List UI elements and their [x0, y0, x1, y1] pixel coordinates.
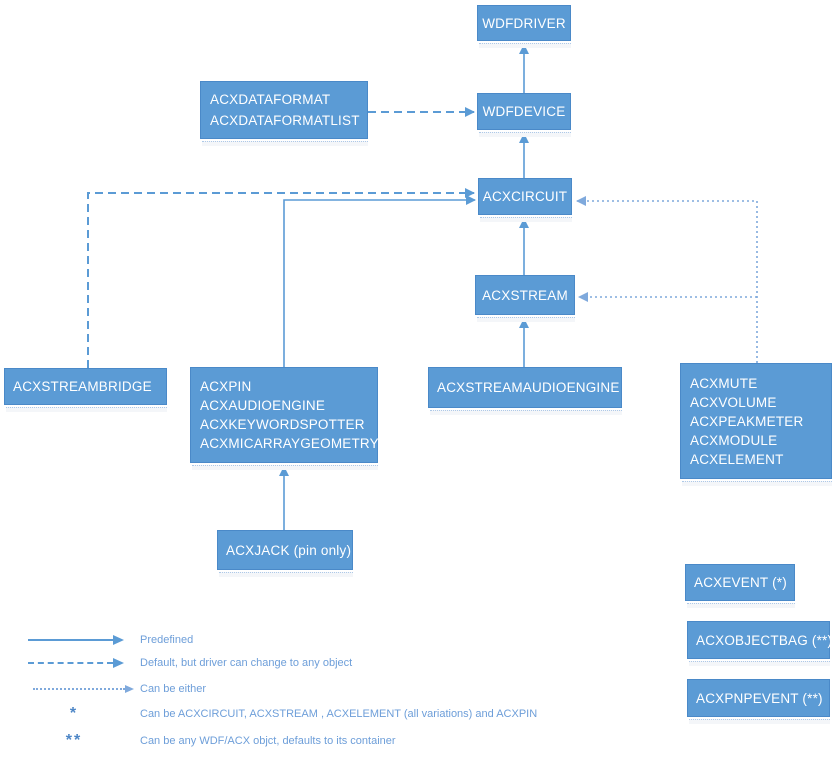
- node-acxjack: ACXJACK (pin only): [217, 530, 353, 577]
- legend-double-asterisk: **: [65, 732, 83, 749]
- node-label: WDFDRIVER: [482, 15, 566, 31]
- node-label: ACXKEYWORDSPOTTER: [200, 417, 365, 432]
- node-acxobjectbag: ACXOBJECTBAG (**): [687, 621, 833, 666]
- node-label: ACXPIN: [200, 379, 252, 394]
- node-wdfdriver: WDFDRIVER: [477, 5, 571, 48]
- node-label: WDFDEVICE: [482, 104, 566, 119]
- node-label: ACXDATAFORMAT: [210, 92, 331, 107]
- legend-label: Predefined: [140, 634, 194, 646]
- legend-item-predefined: Predefined: [28, 632, 193, 648]
- node-label: ACXDATAFORMATLIST: [210, 113, 360, 128]
- node-acxpnpevent: ACXPNPEVENT (**): [687, 679, 830, 724]
- node-acxcircuit: ACXCIRCUIT: [478, 178, 572, 222]
- node-acxevent: ACXEVENT (*): [685, 564, 795, 608]
- node-wdfdevice: WDFDEVICE: [477, 93, 571, 137]
- arrow-acxelement-group-to-acxcircuit: [576, 196, 758, 363]
- arrow-acxstreambridge-to-acxcircuit: [87, 188, 475, 368]
- legend-asterisk: *: [69, 705, 79, 722]
- node-label: ACXEVENT (*): [694, 575, 787, 590]
- node-label: ACXMUTE: [690, 375, 758, 391]
- node-label: ACXCIRCUIT: [482, 189, 568, 204]
- node-label: ACXSTREAM: [482, 287, 568, 303]
- legend-item-double-asterisk: ** Can be any WDF/ACX objct, defaults to…: [28, 732, 396, 749]
- node-label: ACXPNPEVENT (**): [696, 690, 823, 706]
- legend-dotted-arrow: [28, 685, 140, 693]
- node-label: ACXAUDIOENGINE: [200, 398, 326, 413]
- legend-label: Can be any WDF/ACX objct, defaults to it…: [140, 735, 396, 747]
- legend-item-either: Can be either: [28, 681, 206, 697]
- legend-solid-arrow: [28, 635, 140, 645]
- node-acxdataformat-group: ACXDATAFORMAT ACXDATAFORMATLIST: [200, 81, 368, 146]
- node-label: ACXOBJECTBAG (**): [696, 632, 833, 648]
- node-label: ACXMODULE: [690, 432, 778, 448]
- node-acxstream: ACXSTREAM: [475, 275, 575, 322]
- arrow-acxpin-group-to-acxcircuit: [283, 195, 476, 367]
- node-label: ACXVOLUME: [690, 394, 777, 410]
- legend-dashed-arrow: [28, 658, 140, 668]
- node-label: ACXPEAKMETER: [690, 413, 804, 429]
- node-acxelement-group: ACXMUTE ACXVOLUME ACXPEAKMETER ACXMODULE…: [680, 363, 832, 486]
- node-label: ACXJACK (pin only): [226, 542, 352, 558]
- legend-label: Can be either: [140, 683, 207, 695]
- legend-label: Default, but driver can change to any ob…: [140, 657, 353, 669]
- node-acxpin-group: ACXPIN ACXAUDIOENGINE ACXKEYWORDSPOTTER …: [190, 367, 379, 470]
- node-label: ACXSTREAMBRIDGE: [13, 379, 152, 394]
- legend-item-asterisk: * Can be ACXCIRCUIT, ACXSTREAM , ACXELEM…: [28, 705, 538, 722]
- node-acxstreamaudioengine: ACXSTREAMAUDIOENGINE: [428, 367, 622, 415]
- legend-item-default: Default, but driver can change to any ob…: [28, 655, 352, 671]
- node-label: ACXELEMENT: [690, 451, 784, 467]
- legend-label: Can be ACXCIRCUIT, ACXSTREAM , ACXELEMEN…: [140, 708, 538, 720]
- node-label: ACXMICARRAYGEOMETRY: [200, 436, 379, 451]
- node-label: ACXSTREAMAUDIOENGINE: [437, 380, 620, 395]
- node-acxstreambridge: ACXSTREAMBRIDGE: [4, 368, 167, 412]
